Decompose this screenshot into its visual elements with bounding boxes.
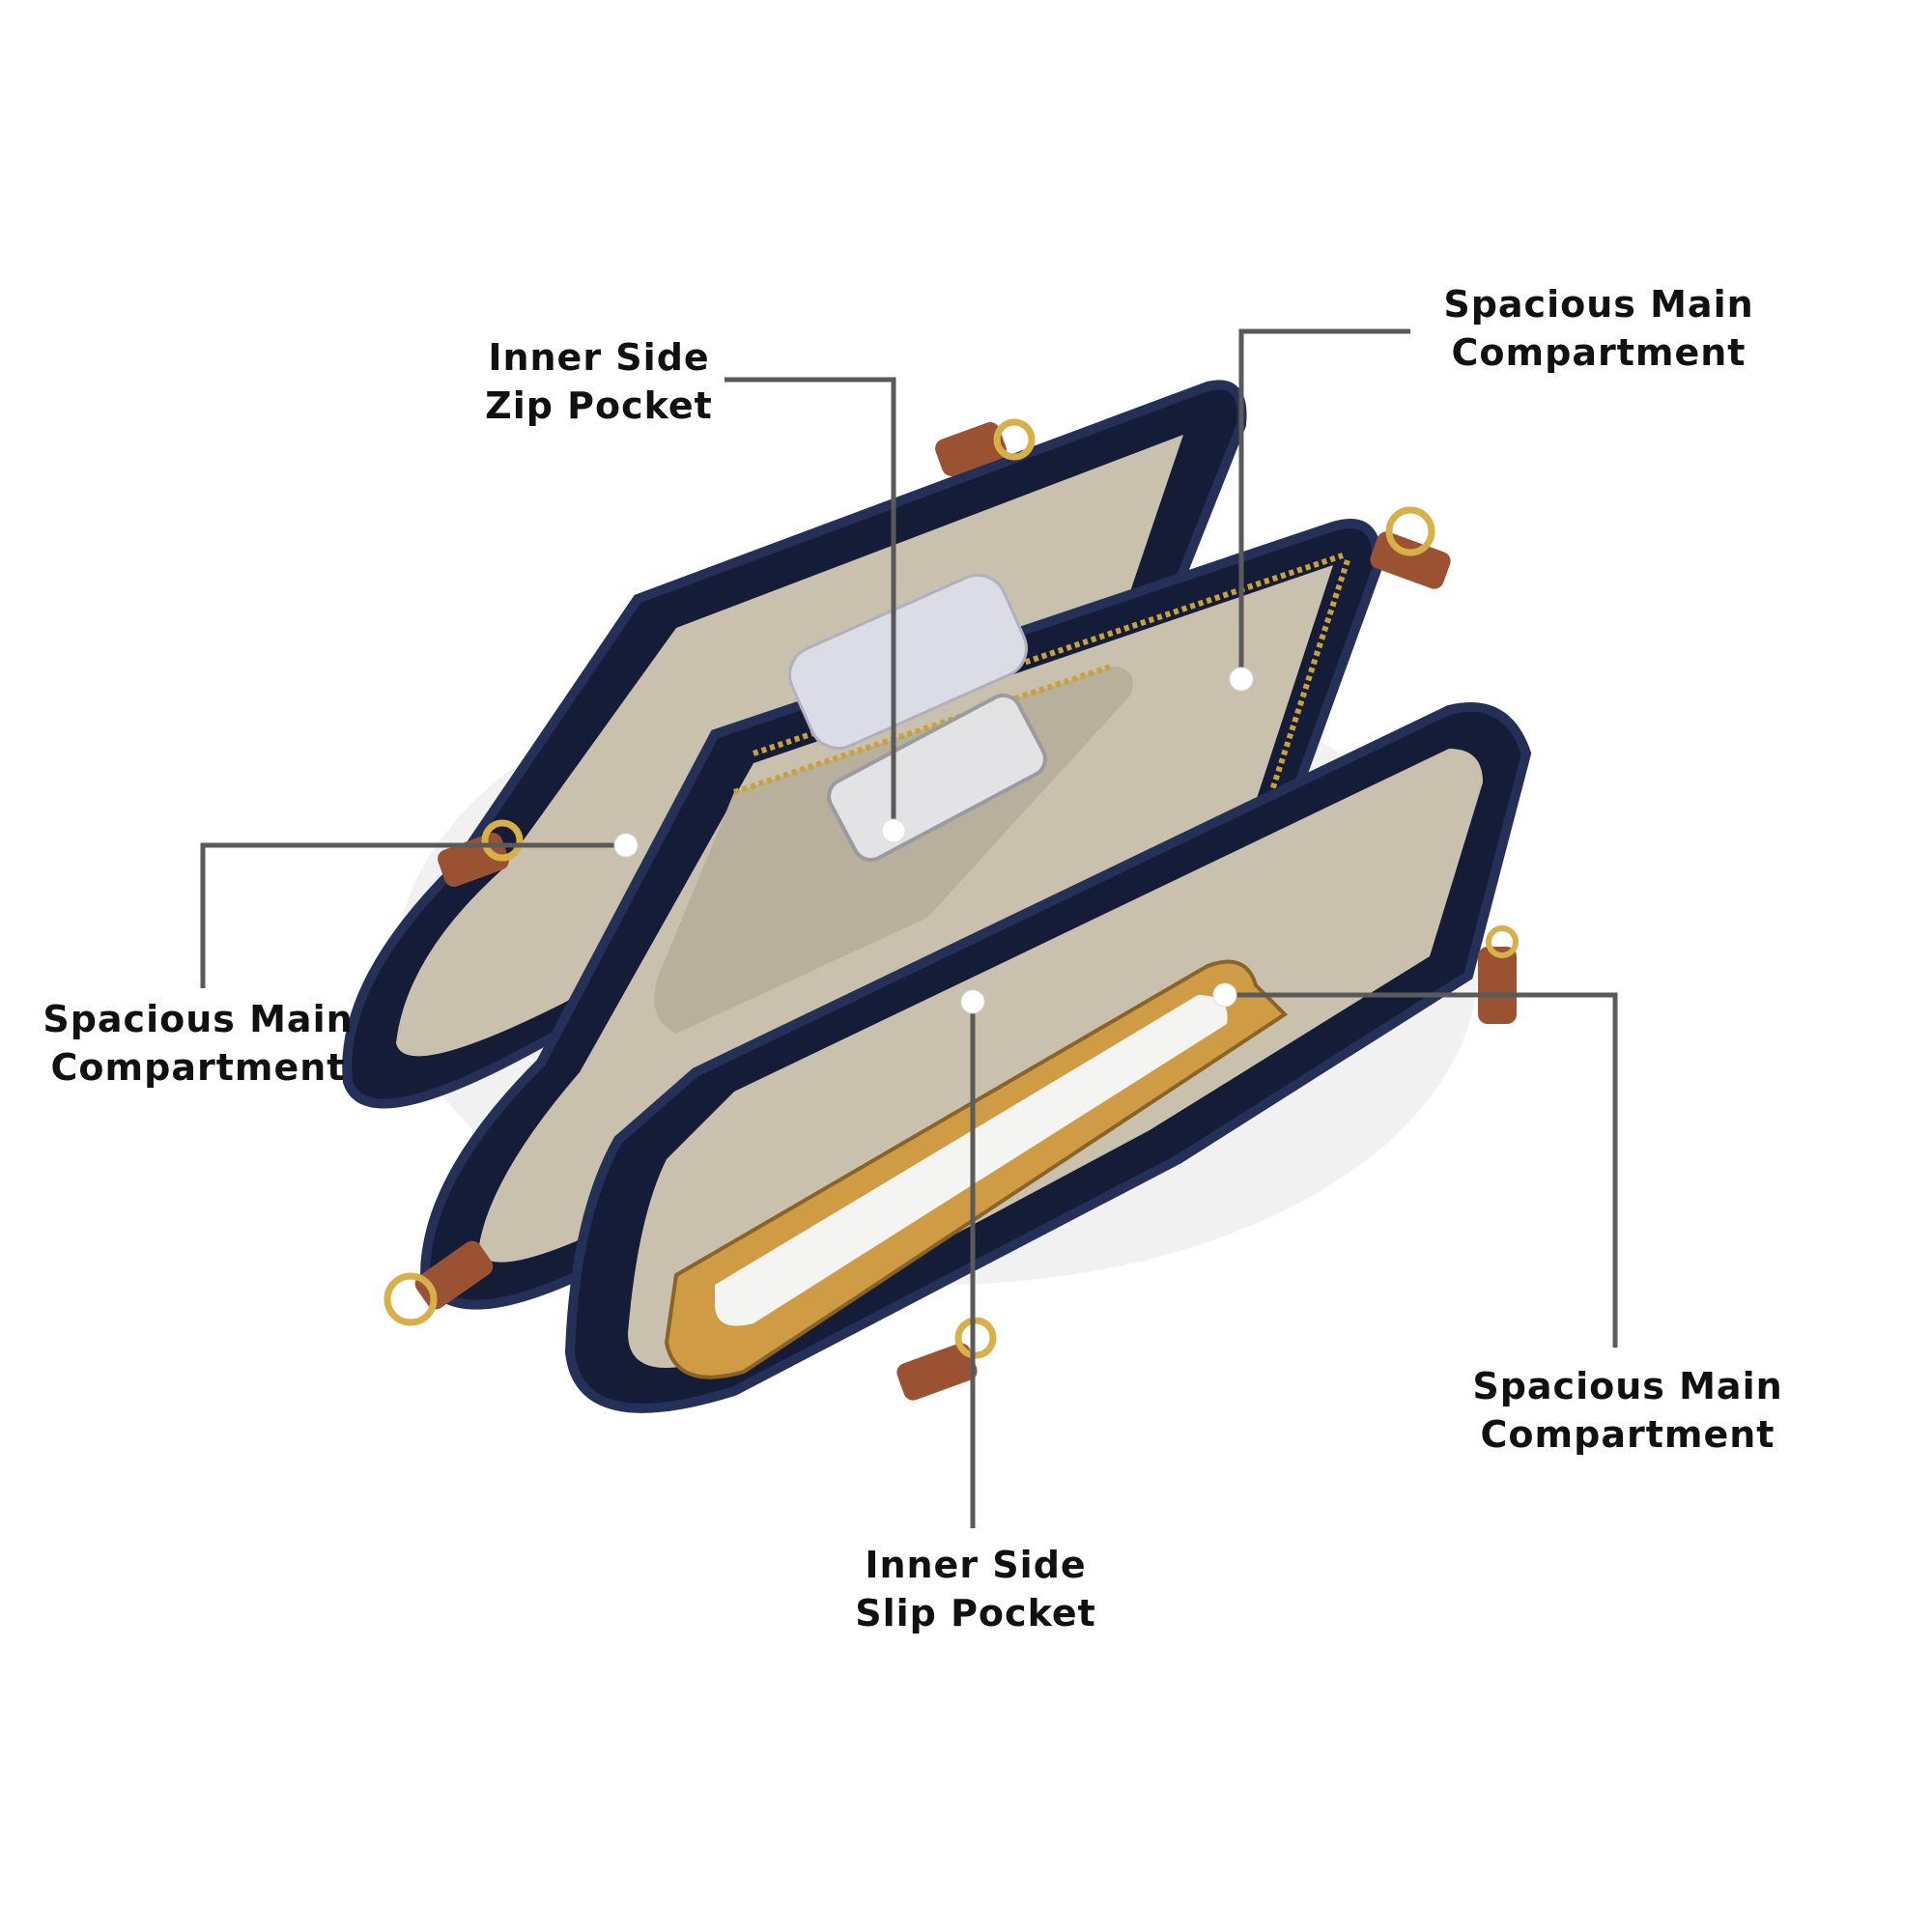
marker-dot-slip-pocket xyxy=(960,989,985,1014)
callout-line-2: Slip Pocket xyxy=(855,1592,1096,1634)
callout-line-2: Compartment xyxy=(50,1046,346,1089)
callout-markers xyxy=(613,667,1254,1014)
strap-tab-top xyxy=(935,418,1036,476)
callout-spacious-main-compartment-left: Spacious Main Compartment xyxy=(24,995,372,1092)
callout-spacious-main-compartment-right: Spacious Main Compartment xyxy=(1454,1362,1802,1459)
callout-line-1: Inner Side xyxy=(865,1544,1087,1586)
marker-dot-left xyxy=(613,833,639,858)
callout-line-1: Spacious Main xyxy=(1472,1365,1783,1407)
callout-line-2: Zip Pocket xyxy=(485,384,713,427)
leader-lines xyxy=(200,328,1618,1528)
callout-inner-side-zip-pocket: Inner Side Zip Pocket xyxy=(454,333,744,430)
strap-tab-top-right xyxy=(1370,506,1451,589)
callout-spacious-main-compartment-top-right: Spacious Main Compartment xyxy=(1425,280,1773,377)
marker-dot-top-right xyxy=(1229,667,1254,692)
strap-tab-bottom xyxy=(896,1317,997,1401)
leader-line-right xyxy=(1225,992,1618,1348)
handbag-top-view-icon xyxy=(342,380,1532,1413)
pouch-item xyxy=(788,574,1028,750)
callout-line-1: Spacious Main xyxy=(1443,283,1754,326)
middle-compartment-zipper xyxy=(626,553,1350,1235)
phone-item xyxy=(827,693,1047,863)
leader-line-top-left xyxy=(724,377,896,826)
callout-line-2: Compartment xyxy=(1451,331,1747,374)
callout-inner-side-slip-pocket: Inner Side Slip Pocket xyxy=(831,1541,1121,1637)
strap-tab-right xyxy=(1478,925,1519,1024)
strap-tab-bottom-left xyxy=(384,1240,494,1326)
marker-dot-right xyxy=(1212,982,1237,1008)
callout-line-1: Spacious Main xyxy=(43,998,354,1040)
zip-pocket-zipper xyxy=(733,664,1112,795)
marker-dot-zip-pocket xyxy=(881,818,906,843)
callout-line-1: Inner Side xyxy=(488,336,710,379)
callout-line-2: Compartment xyxy=(1480,1413,1776,1456)
leader-line-left xyxy=(200,842,626,988)
leader-line-top-right xyxy=(1238,328,1410,679)
